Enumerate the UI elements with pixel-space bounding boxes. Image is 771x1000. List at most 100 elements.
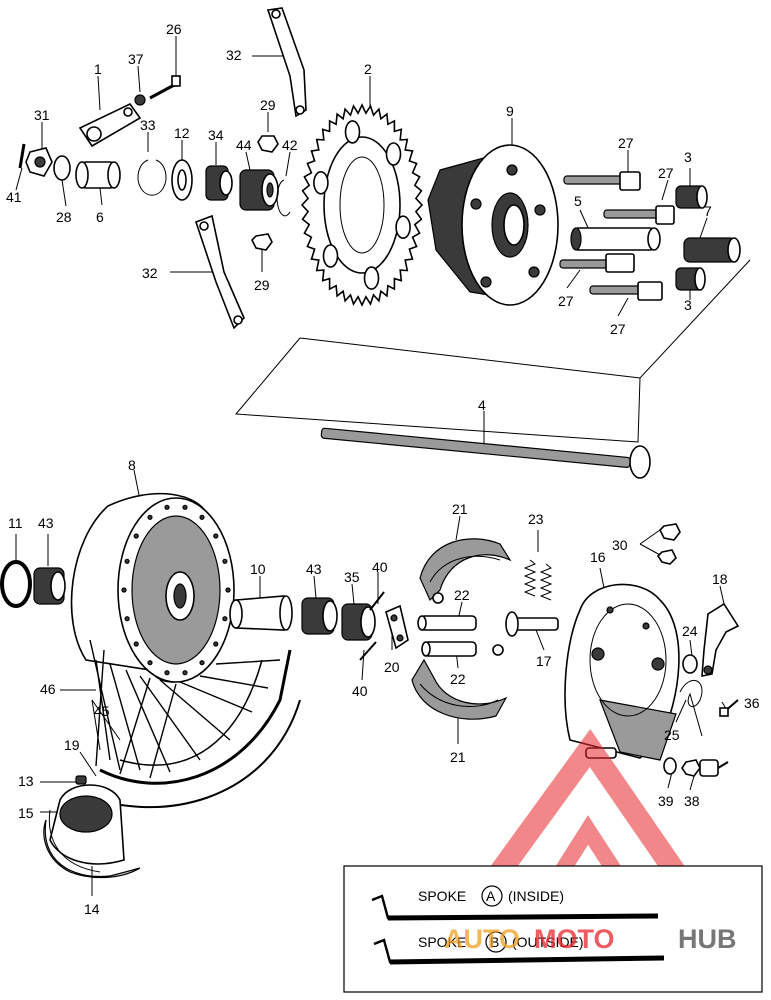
part-31-axle-nut xyxy=(25,147,53,177)
part-35-bearing xyxy=(341,603,376,641)
hub-spoke-hole xyxy=(133,533,139,539)
spoke xyxy=(119,677,151,775)
spoke-a-letter: A xyxy=(486,888,496,904)
callout-c44: 44 xyxy=(236,137,252,153)
hub-spoke-hole xyxy=(124,558,130,564)
sprocket-hole xyxy=(395,215,411,239)
part-30-nuts xyxy=(656,523,681,565)
part-40-pin-lower xyxy=(359,641,377,661)
leader-lines xyxy=(15,36,751,444)
callout-c30: 30 xyxy=(612,537,628,553)
callout-c39: 39 xyxy=(658,793,674,809)
callout-c34: 34 xyxy=(208,127,224,143)
callout-c13: 13 xyxy=(18,773,34,789)
callout-c27d: 27 xyxy=(610,321,626,337)
part-3-damper-lower xyxy=(675,267,706,291)
spoke xyxy=(215,659,281,665)
part-45-46-spokes xyxy=(89,639,281,779)
callout-c3b: 3 xyxy=(684,297,692,313)
spoke xyxy=(199,675,269,689)
part-10-distance-collar xyxy=(229,595,293,631)
callout-c31: 31 xyxy=(34,107,50,123)
callout-c40a: 40 xyxy=(372,559,388,575)
callout-c32a: 32 xyxy=(226,47,242,63)
part-11-o-ring xyxy=(0,560,32,608)
part-12-oil-seal xyxy=(171,159,193,201)
callout-c36: 36 xyxy=(744,695,760,711)
spoke xyxy=(139,675,201,761)
part-36-bolt xyxy=(719,699,739,717)
spoke-a-prefix: SPOKE xyxy=(418,888,466,904)
callout-c29b: 29 xyxy=(254,277,270,293)
leader-lines-bottom xyxy=(15,469,729,896)
part-7-distance-collar xyxy=(683,237,741,263)
spoke xyxy=(95,649,105,767)
hub-spoke-hole xyxy=(182,670,188,676)
spoke xyxy=(125,669,171,773)
part-33-circlip xyxy=(137,159,167,196)
callout-c14: 14 xyxy=(84,901,100,917)
part-8-wheel-hub xyxy=(70,492,235,683)
part-26-adjuster-bolt xyxy=(149,75,181,100)
callout-c41: 41 xyxy=(6,189,22,205)
callout-c18: 18 xyxy=(712,571,728,587)
callout-c1: 1 xyxy=(94,61,102,77)
part-38-nut xyxy=(681,759,729,777)
sprocket-hole xyxy=(344,120,361,144)
callout-c27a: 27 xyxy=(618,135,634,151)
part-41-cotter-pin xyxy=(18,143,26,169)
part-24-washer xyxy=(682,654,698,674)
callout-c6: 6 xyxy=(96,209,104,225)
callout-c17: 17 xyxy=(536,653,552,669)
part-28-collar xyxy=(53,155,71,181)
hub-spoke-hole xyxy=(121,587,127,593)
hub-spoke-hole xyxy=(222,616,228,622)
spoke-b-circle xyxy=(485,931,507,953)
callout-c10: 10 xyxy=(250,561,266,577)
hub-spoke-hole xyxy=(225,587,231,593)
hub-spoke-hole xyxy=(199,514,205,520)
callout-c37: 37 xyxy=(128,51,144,67)
watermark-text: AUTO MOTO HUB xyxy=(444,924,737,954)
legend-box xyxy=(343,865,763,993)
watermark-auto: AUTO xyxy=(444,924,520,954)
callout-c4: 4 xyxy=(478,397,486,413)
spoke-b-letter: B xyxy=(490,934,499,950)
spoke xyxy=(89,639,121,771)
part-39-washer xyxy=(663,757,677,775)
part-17-brake-cam xyxy=(505,611,559,637)
callout-c7: 7 xyxy=(704,203,712,219)
part-40-pin-upper xyxy=(369,591,385,611)
part-9-final-driven-flange xyxy=(427,144,559,306)
part-27-stud-d xyxy=(589,281,663,301)
part-25-return-spring xyxy=(679,679,703,737)
part-29-nut-lower xyxy=(251,233,273,251)
part-16-brake-panel xyxy=(564,583,680,761)
spoke-a-circle xyxy=(481,885,503,907)
part-22-shoe-pin-lower xyxy=(421,641,477,657)
part-18-brake-arm xyxy=(701,602,740,677)
part-42-circlip xyxy=(276,179,291,217)
hub-spoke-hole xyxy=(147,514,153,520)
part-21-brake-shoe-lower xyxy=(411,644,508,720)
spoke xyxy=(149,683,177,779)
callout-c43a: 43 xyxy=(38,515,54,531)
callout-c22a: 22 xyxy=(454,587,470,603)
part-15-rim-band xyxy=(49,784,125,865)
callout-c29a: 29 xyxy=(260,97,276,113)
callout-c38: 38 xyxy=(684,793,700,809)
part-13-spoke-nipple xyxy=(75,775,87,785)
callout-c32b: 32 xyxy=(142,265,158,281)
spoke-b-suffix: (OUTSIDE) xyxy=(512,934,584,950)
part-22-shoe-pin-upper xyxy=(417,615,477,631)
sprocket-hole xyxy=(363,266,380,290)
callout-c20: 20 xyxy=(384,659,400,675)
hub-spoke-hole xyxy=(133,641,139,647)
part-34-bearing xyxy=(205,165,233,201)
sprocket-hole xyxy=(322,244,339,268)
callout-c42: 42 xyxy=(282,137,298,153)
spoke-b-prefix: SPOKE xyxy=(418,934,466,950)
